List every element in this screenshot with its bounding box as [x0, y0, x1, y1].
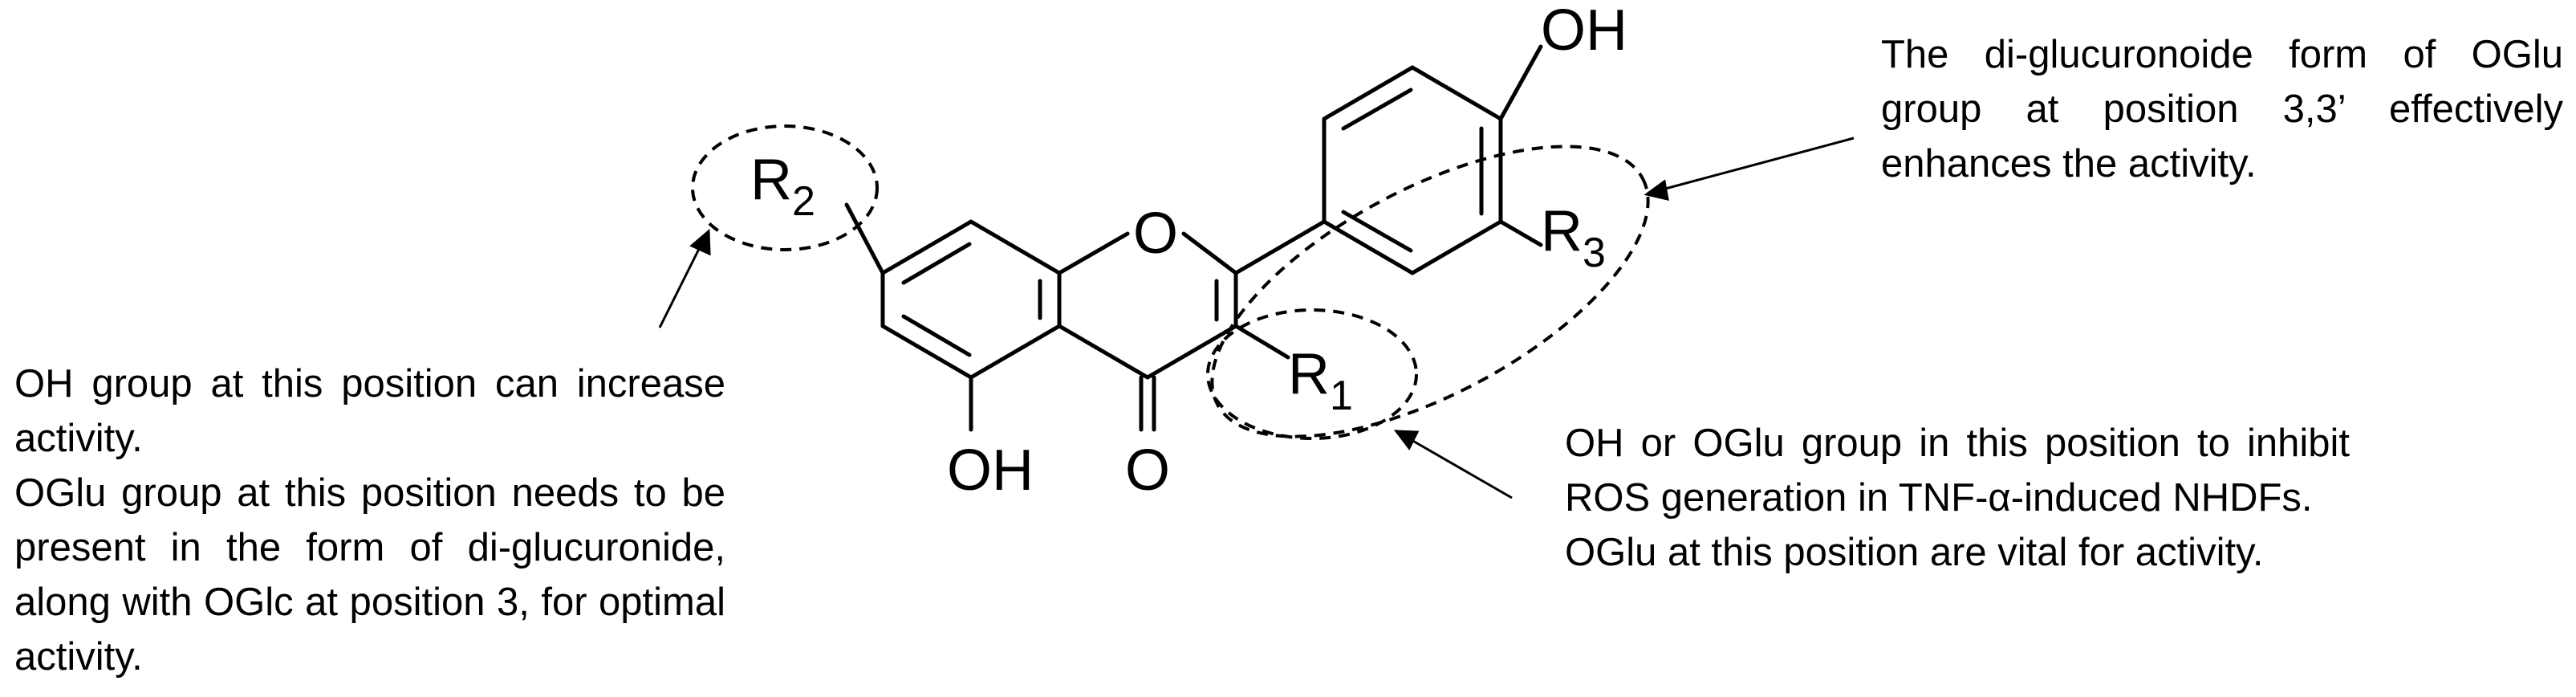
- bottom-right-arrowhead: [1393, 430, 1420, 450]
- bottom-right-arrow-line: [1405, 435, 1513, 499]
- c2-b-ring-bond: [1233, 219, 1327, 275]
- oh-top-label: OH: [1541, 0, 1627, 63]
- r1-bond: [1233, 324, 1290, 360]
- left-arrow-line: [658, 240, 705, 328]
- r3-bond: [1498, 219, 1543, 247]
- r1-highlight-ellipse: [1206, 308, 1418, 440]
- oh-bottom-label: OH: [947, 438, 1034, 503]
- top-right-annotation-text: The di-glucuronoide form of OGlu group a…: [1881, 33, 2563, 185]
- bottom-right-annotation-line-1: OH or OGlu group in this position to inh…: [1565, 422, 2350, 520]
- left-annotation-line-2: OGlu group at this position needs to be …: [14, 471, 725, 679]
- bottom-right-annotation-line-2: OGlu at this position are vital for acti…: [1565, 531, 2264, 574]
- ring-a: [880, 219, 1062, 380]
- top-right-arrow-line: [1656, 137, 1855, 193]
- oh4-bond: [1498, 44, 1543, 121]
- r2-highlight-ellipse: [691, 124, 879, 251]
- carbonyl-bond: [1139, 375, 1156, 432]
- top-right-annotation: The di-glucuronoide form of OGlu group a…: [1881, 27, 2563, 191]
- ring-oxygen-label: O: [1133, 202, 1178, 266]
- left-annotation: OH group at this position can increase a…: [14, 357, 725, 684]
- r2-label: R2: [750, 148, 815, 225]
- left-arrowhead: [689, 228, 711, 256]
- left-annotation-line-1: OH group at this position can increase a…: [14, 362, 725, 460]
- ring-b: [1322, 65, 1503, 275]
- r3-r1-highlight-ellipse: [1210, 145, 1650, 438]
- r2-bond: [844, 202, 885, 275]
- carbonyl-oxygen-label: O: [1125, 438, 1170, 503]
- r1-label: R1: [1288, 342, 1353, 419]
- ring-c: [1057, 231, 1238, 380]
- bottom-right-annotation: OH or OGlu group in this position to inh…: [1565, 416, 2350, 580]
- top-right-arrowhead: [1644, 179, 1669, 201]
- r3-label: R3: [1541, 199, 1606, 276]
